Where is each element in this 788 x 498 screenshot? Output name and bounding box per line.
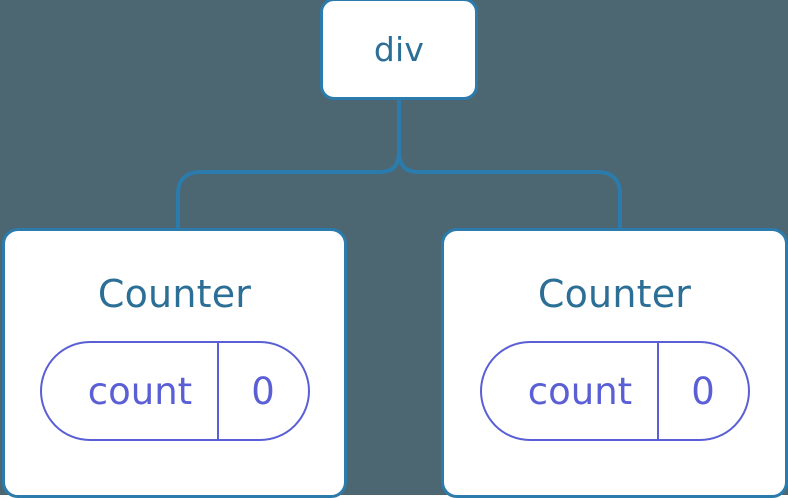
state-value-left: 0 [216, 343, 308, 439]
state-pill-right[interactable]: count 0 [479, 341, 750, 441]
node-counter-right[interactable]: Counter count 0 [441, 228, 788, 498]
node-counter-left[interactable]: Counter count 0 [2, 228, 347, 498]
node-div-label: div [373, 29, 425, 69]
node-counter-left-label: Counter [97, 272, 252, 316]
state-key-right: count [527, 369, 633, 413]
state-key-left: count [87, 369, 193, 413]
connector-branch-right [397, 149, 622, 230]
state-pill-left[interactable]: count 0 [39, 341, 310, 441]
connector-branch-left [176, 149, 401, 230]
state-value-right: 0 [656, 343, 748, 439]
node-div[interactable]: div [320, 0, 478, 100]
node-counter-right-label: Counter [537, 272, 692, 316]
